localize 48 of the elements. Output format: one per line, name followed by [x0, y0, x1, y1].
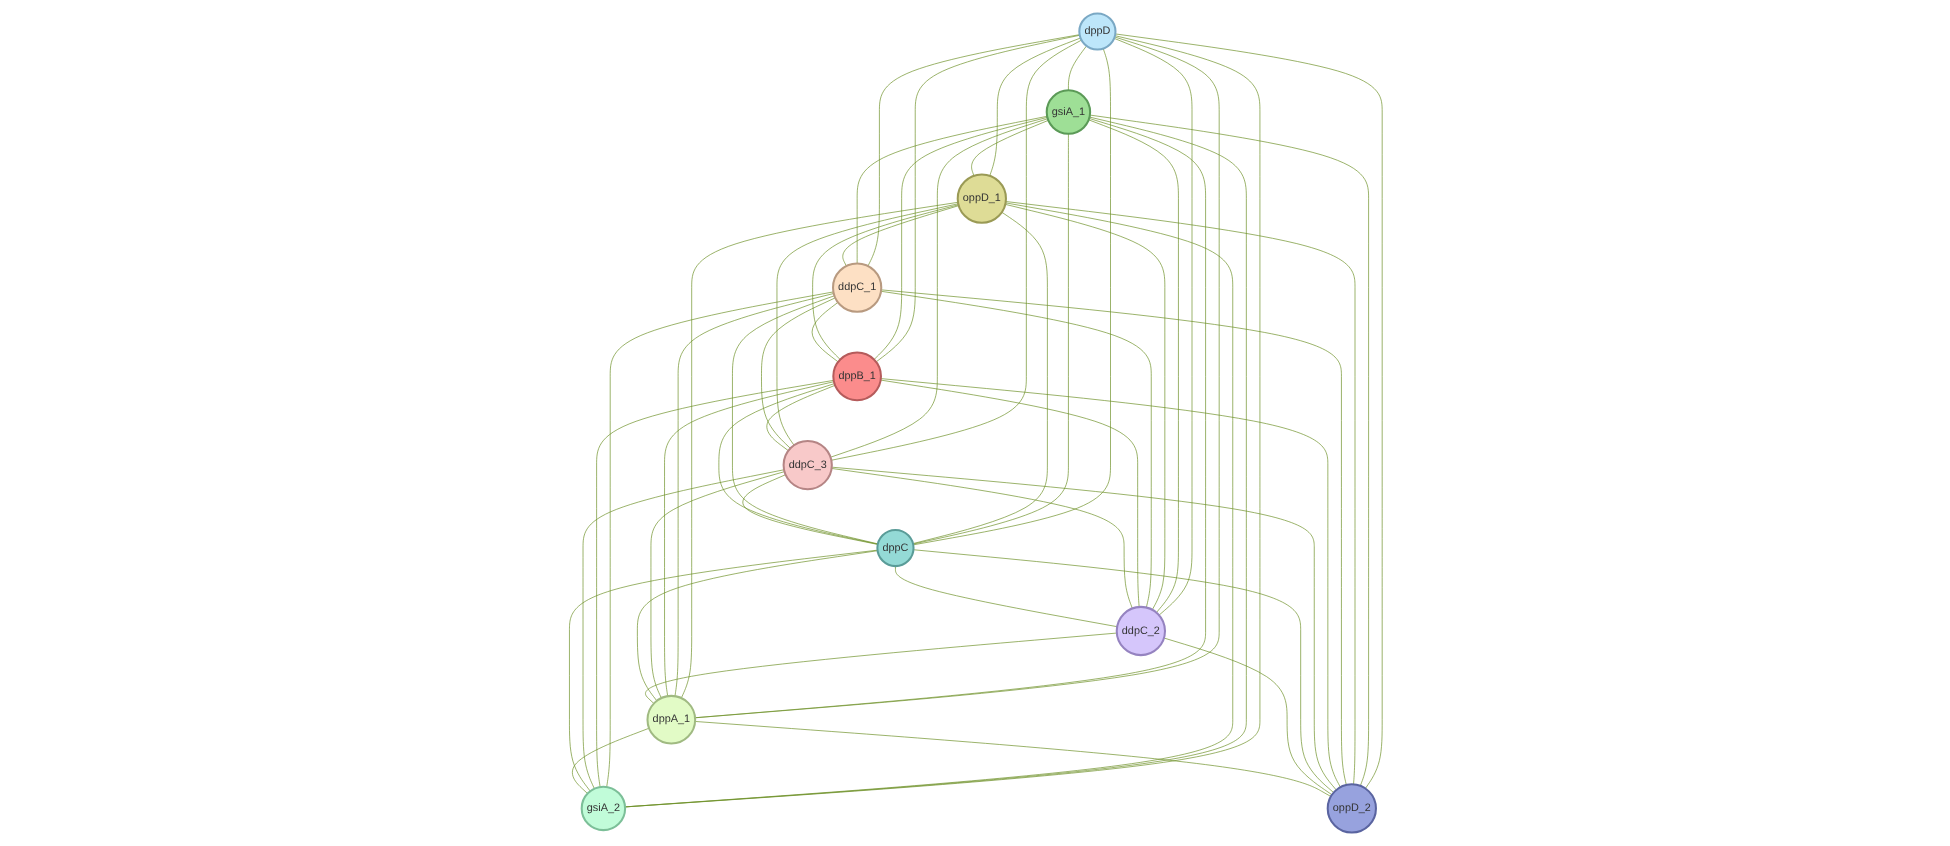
connector [811, 204, 959, 360]
connector [644, 632, 1117, 704]
connector [571, 727, 649, 794]
connector [1004, 204, 1165, 611]
connector [605, 291, 833, 788]
connector [830, 468, 1132, 609]
connector [856, 115, 1047, 264]
connector [879, 378, 1340, 788]
connector [673, 293, 834, 697]
connector [649, 471, 785, 699]
connector [872, 117, 1047, 360]
connector [1113, 38, 1192, 616]
connector [581, 469, 784, 789]
connector [760, 297, 835, 449]
connector [1088, 114, 1369, 787]
connector [765, 384, 835, 451]
connector [911, 133, 1068, 545]
connector [830, 466, 1336, 791]
connector [911, 211, 1047, 544]
connector [879, 379, 1139, 608]
connector [866, 34, 1080, 267]
connector [568, 549, 877, 792]
connector [894, 565, 1117, 628]
connector [879, 290, 1151, 608]
connector [595, 380, 834, 788]
connector [775, 203, 958, 446]
connector [841, 205, 959, 267]
connector [829, 118, 1048, 458]
connector [636, 550, 878, 702]
connector [1162, 637, 1332, 796]
connector [717, 383, 878, 545]
connector [1004, 201, 1355, 785]
connector [988, 37, 1081, 177]
connector [912, 549, 1334, 793]
connector [874, 34, 1080, 363]
connector [830, 39, 1081, 461]
connector [970, 120, 1048, 177]
connector [731, 295, 878, 545]
connector [663, 381, 834, 697]
connector [1087, 119, 1178, 613]
connector [1067, 45, 1087, 91]
connector [741, 474, 878, 545]
connector [810, 302, 838, 363]
connector [680, 201, 958, 699]
connector [1114, 33, 1382, 789]
connector [912, 48, 1111, 546]
connector [880, 289, 1346, 786]
connector [693, 721, 1331, 797]
